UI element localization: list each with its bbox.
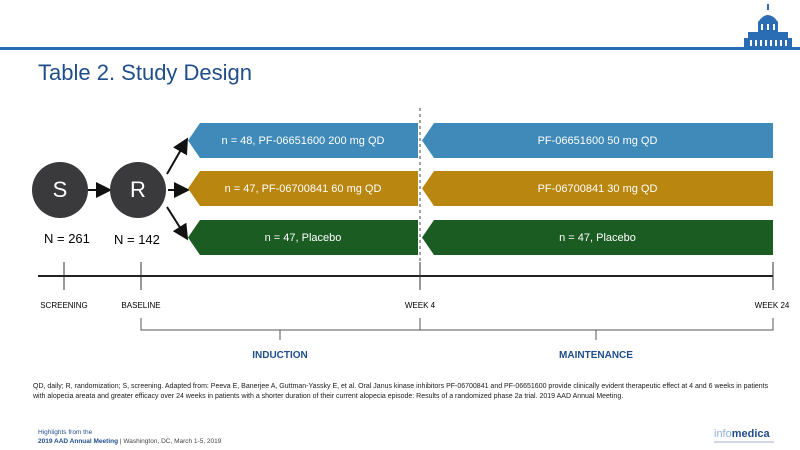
footer-meeting-location: | Washington, DC, March 1-5, 2019	[119, 438, 222, 445]
maintenance-bracket	[419, 318, 774, 331]
maintenance-arm-1: PF-06651600 50 mg QD	[422, 123, 773, 158]
infomedica-logo: infomedica	[714, 428, 770, 440]
page-title: Table 2. Study Design	[38, 60, 253, 85]
arrow-r-to-arm1	[166, 137, 188, 175]
maintenance-arm-1-label: PF-06651600 50 mg QD	[537, 134, 658, 147]
tick-label-screening: SCREENING	[40, 301, 88, 310]
maintenance-arm-2-label: PF-06700841 30 mg QD	[537, 182, 658, 195]
screening-node: S	[32, 162, 88, 218]
maintenance-arm-3-label: n = 47, Placebo	[559, 231, 636, 244]
screening-n-label: N = 261	[44, 231, 90, 246]
tick-label-week4: WEEK 4	[404, 301, 436, 310]
phase-label-maintenance: MAINTENANCE	[559, 350, 633, 361]
footer-meeting: 2019 AAD Annual Meeting | Washington, DC…	[38, 438, 221, 445]
footer-meeting-name: 2019 AAD Annual Meeting	[38, 438, 119, 445]
logo-part-a: info	[714, 428, 732, 440]
footnote: QD, daily; R, randomization; S, screenin…	[33, 383, 769, 400]
capitol-logo-icon	[744, 4, 792, 48]
induction-arm-3: n = 47, Placebo	[188, 220, 418, 255]
induction-arm-2-label: n = 47, PF-06700841 60 mg QD	[224, 182, 382, 195]
logo-part-b: medica	[731, 428, 770, 440]
header-divider	[0, 47, 800, 50]
footer-highlights: Highlights from the	[38, 429, 93, 436]
logo-underline	[714, 441, 774, 443]
induction-arm-1-label: n = 48, PF-06651600 200 mg QD	[221, 134, 385, 147]
maintenance-arm-3: n = 47, Placebo	[422, 220, 773, 255]
tick-label-baseline: BASELINE	[121, 301, 161, 310]
tick-label-week24: WEEK 24	[754, 301, 790, 310]
induction-arm-2: n = 47, PF-06700841 60 mg QD	[188, 171, 418, 206]
induction-bracket	[140, 318, 421, 331]
arrow-r-to-arm3	[166, 206, 189, 241]
screening-letter: S	[52, 177, 68, 202]
randomization-n-label: N = 142	[114, 232, 160, 247]
phase-label-induction: INDUCTION	[252, 350, 308, 361]
randomization-letter: R	[130, 177, 146, 202]
maintenance-arm-2: PF-06700841 30 mg QD	[422, 171, 773, 206]
induction-arm-3-label: n = 47, Placebo	[264, 231, 342, 244]
induction-arm-1: n = 48, PF-06651600 200 mg QD	[188, 123, 418, 158]
randomization-node: R	[110, 162, 166, 218]
